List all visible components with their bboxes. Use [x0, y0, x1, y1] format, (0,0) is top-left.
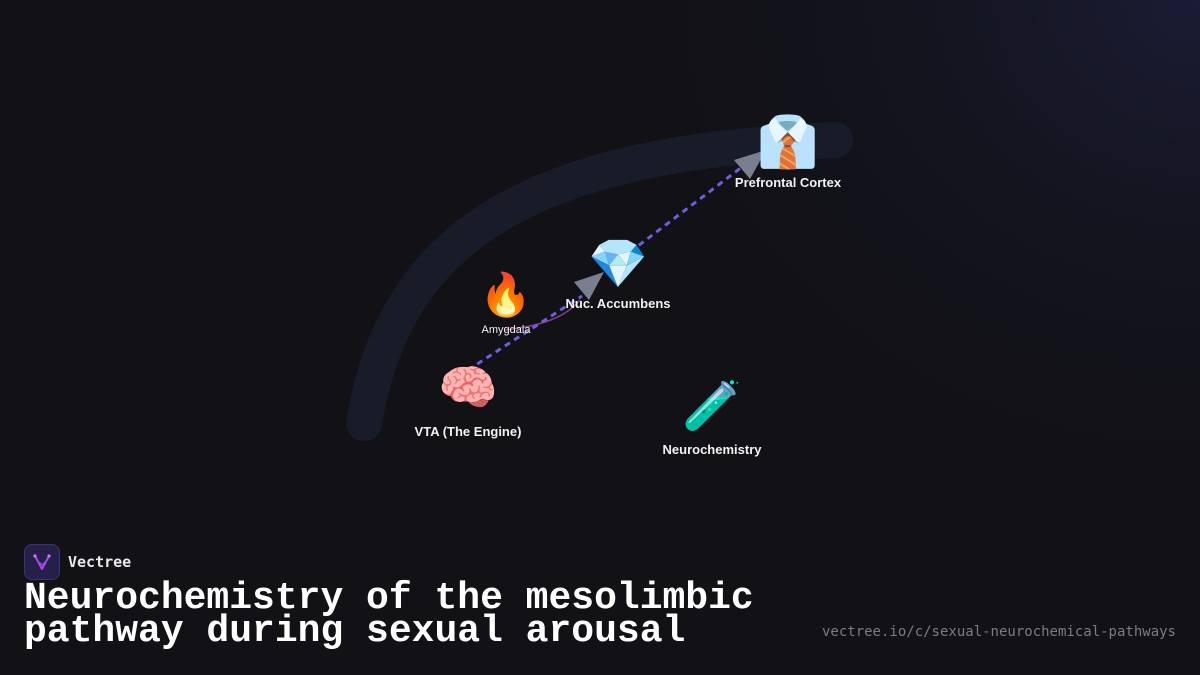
- node-label: Nuc. Accumbens: [565, 296, 671, 311]
- node-neurochemistry[interactable]: 🧪 Neurochemistry: [663, 382, 762, 457]
- brain-icon: 🧠: [438, 360, 498, 416]
- page-title: Neurochemistry of the mesolimbic pathway…: [24, 577, 754, 653]
- necktie-shirt-icon: 👔: [756, 113, 820, 171]
- background-glow: [500, 0, 1200, 600]
- node-label: VTA (The Engine): [414, 424, 522, 439]
- vectree-logo-icon: [24, 544, 60, 580]
- edge-accumbens-prefrontal: [629, 165, 743, 254]
- node-label: Prefrontal Cortex: [734, 175, 842, 190]
- edge-amygdala-accumbens: [504, 299, 581, 331]
- node-label: Neurochemistry: [662, 442, 762, 457]
- test-tube-icon: 🧪: [682, 378, 742, 434]
- node-nucleus-accumbens[interactable]: 💎 Nuc. Accumbens: [566, 240, 671, 311]
- node-amygdala[interactable]: 🔥 Amygdala: [479, 270, 533, 337]
- brand: Vectree: [24, 544, 131, 580]
- fire-icon: 🔥: [479, 270, 533, 319]
- node-vta[interactable]: 🧠 VTA (The Engine): [415, 364, 522, 439]
- brand-name: Vectree: [68, 553, 132, 571]
- node-prefrontal-cortex[interactable]: 👔 Prefrontal Cortex: [735, 117, 841, 190]
- pathway-arc: [346, 122, 853, 441]
- arrowhead-prefrontal: [734, 150, 766, 179]
- edge-vta-accumbens: [467, 294, 583, 372]
- source-url[interactable]: vectree.io/c/sexual-neurochemical-pathwa…: [821, 624, 1176, 640]
- gem-icon: 💎: [588, 236, 648, 292]
- arrowhead-accumbens: [574, 272, 604, 300]
- node-label: Amygdala: [481, 324, 531, 336]
